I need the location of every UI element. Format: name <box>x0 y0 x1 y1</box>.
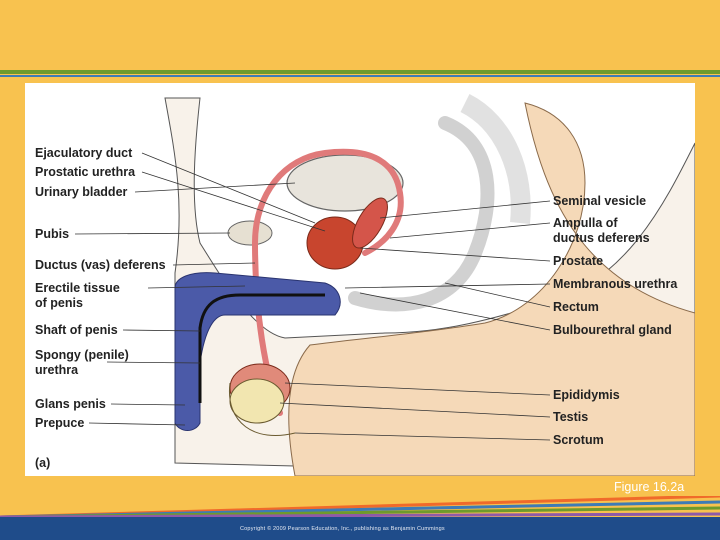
label-prepuce: Prepuce <box>35 416 85 430</box>
footer-stripes <box>0 496 720 517</box>
right-leader-lines <box>279 200 551 441</box>
top-rule-blue <box>0 75 720 77</box>
label-erectile-tissue-2: of penis <box>35 296 83 310</box>
label-prostate: Prostate <box>553 254 604 268</box>
label-testis: Testis <box>553 410 589 424</box>
label-seminal-vesicle: Seminal vesicle <box>553 194 647 208</box>
anatomy-illustration <box>74 94 695 476</box>
testis <box>229 378 285 424</box>
buttock-skin <box>288 102 695 476</box>
sacrum <box>460 94 531 224</box>
seminal-vesicle <box>352 197 388 249</box>
label-epididymis: Epididymis <box>553 388 620 402</box>
anatomy-figure-panel: Ejaculatory duct Prostatic urethra Urina… <box>25 83 695 476</box>
spongy-urethra <box>198 293 325 403</box>
label-spongy-urethra-2: urethra <box>35 363 79 377</box>
label-glans-penis: Glans penis <box>35 397 106 411</box>
pubis <box>227 220 273 246</box>
erectile-tissue <box>174 272 341 431</box>
label-ejaculatory-duct: Ejaculatory duct <box>35 146 133 160</box>
panel-letter: (a) <box>35 456 51 470</box>
top-rule-green <box>0 70 720 74</box>
label-ductus-deferens: Ductus (vas) deferens <box>35 258 166 272</box>
label-pubis: Pubis <box>35 227 70 241</box>
label-ampulla-2: ductus deferens <box>553 231 650 245</box>
label-spongy-urethra: Spongy (penile) <box>35 348 129 362</box>
label-membranous-urethra: Membranous urethra <box>553 277 678 291</box>
ductus-deferens <box>251 148 404 416</box>
footer-bar <box>0 517 720 540</box>
label-urinary-bladder: Urinary bladder <box>35 185 128 199</box>
label-rectum: Rectum <box>553 300 599 314</box>
label-bulbourethral-gland: Bulbourethral gland <box>553 323 672 337</box>
urinary-bladder <box>286 154 404 212</box>
label-prostatic-urethra: Prostatic urethra <box>35 165 136 179</box>
label-erectile-tissue: Erectile tissue <box>35 281 120 295</box>
scrotum-outline <box>228 382 296 437</box>
copyright-text: Copyright © 2009 Pearson Education, Inc.… <box>240 526 445 532</box>
label-ampulla: Ampulla of <box>553 216 618 230</box>
label-scrotum: Scrotum <box>553 433 604 447</box>
rectum <box>348 116 495 312</box>
label-shaft-of-penis: Shaft of penis <box>35 323 118 337</box>
left-leader-lines <box>74 152 326 426</box>
figure-caption: Figure 16.2a <box>614 480 685 494</box>
